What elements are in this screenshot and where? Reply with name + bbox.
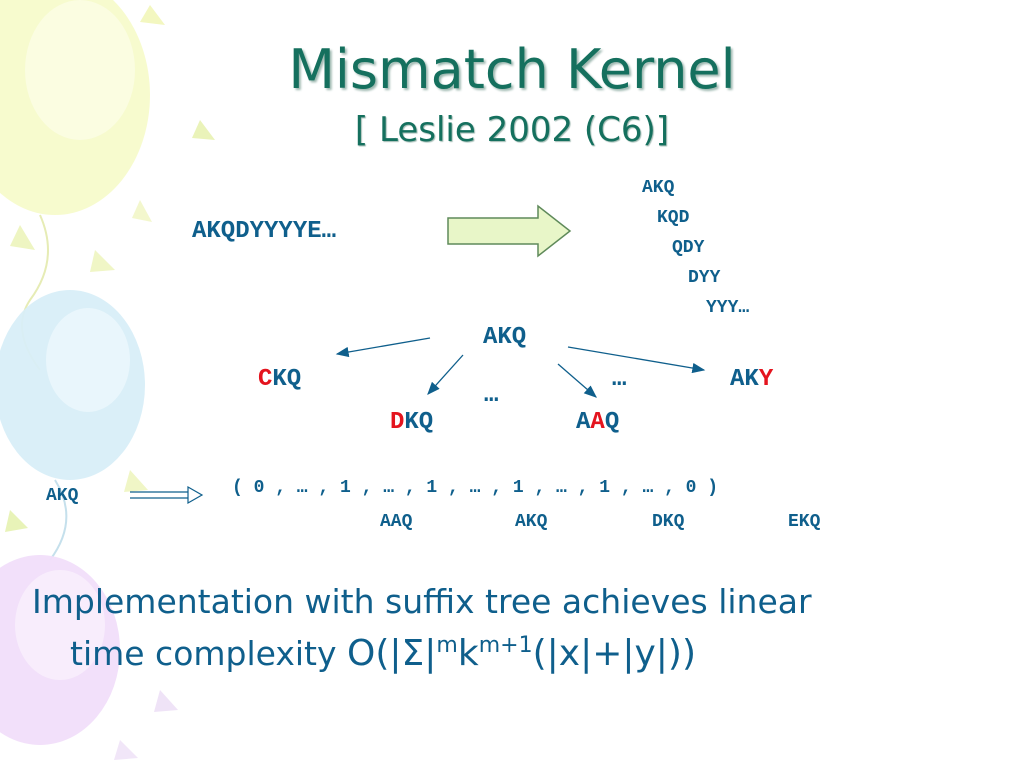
complexity-prefix: time complexity — [70, 634, 348, 673]
slide-subtitle: [ Leslie 2002 (C6)] — [354, 110, 670, 150]
complexity-line-1: Implementation with suffix tree achieves… — [32, 582, 812, 621]
neighbor-aaq: AAQ — [576, 409, 619, 436]
mismatch-char: Y — [758, 366, 774, 393]
feature-label: AKQ — [515, 512, 548, 532]
mismatch-char: A — [590, 409, 605, 436]
feature-input: AKQ — [46, 486, 79, 506]
ellipsis-right: … — [612, 366, 627, 393]
neighbor-ckq: CKQ — [258, 366, 301, 393]
neighbor-pre: AK — [730, 366, 759, 393]
tree-arrow-dkq — [427, 354, 464, 395]
slide-title: Mismatch Kernel — [288, 38, 736, 101]
neighbor-rest: KQ — [404, 409, 434, 436]
formula-part: k — [457, 633, 479, 674]
neighbor-rest: KQ — [272, 366, 302, 393]
mismatch-char: D — [390, 409, 405, 436]
neighbor-pre: A — [576, 409, 591, 436]
neighbor-aky: AKY — [730, 366, 773, 393]
kmer-item: AKQ — [642, 178, 675, 198]
tree-arrow-aaq — [557, 363, 597, 398]
complexity-line-2: time complexity O(|Σ|mkm+1(|x|+|y|)) — [32, 624, 992, 676]
feature-label: AAQ — [380, 512, 413, 532]
input-sequence: AKQDYYYYE… — [192, 218, 337, 245]
complexity-text: Implementation with suffix tree achieves… — [32, 580, 992, 676]
block-arrow-icon — [447, 204, 572, 258]
complexity-formula: O(|Σ|mkm+1(|x|+|y|)) — [347, 633, 696, 674]
neighbor-dkq: DKQ — [390, 409, 433, 436]
formula-part: (|x|+|y|)) — [532, 633, 697, 674]
kmer-item: QDY — [672, 238, 705, 258]
double-arrow-icon — [130, 485, 204, 505]
feature-label: DKQ — [652, 512, 685, 532]
formula-sup: m — [436, 633, 458, 658]
kmer-item: YYY… — [706, 298, 750, 318]
feature-vector: ( 0 , … , 1 , … , 1 , … , 1 , … , 1 , … … — [232, 478, 719, 498]
neighbor-post: Q — [604, 409, 620, 436]
kmer-item: KQD — [657, 208, 690, 228]
formula-sup: m+1 — [478, 633, 533, 658]
tree-root: AKQ — [483, 324, 527, 351]
tree-arrow-ckq — [335, 337, 431, 358]
feature-label: EKQ — [788, 512, 821, 532]
kmer-item: DYY — [688, 268, 721, 288]
tree-arrow-aky — [567, 346, 706, 374]
ellipsis-left: … — [484, 382, 499, 409]
formula-part: O(|Σ| — [347, 633, 437, 674]
mismatch-char: C — [258, 366, 273, 393]
